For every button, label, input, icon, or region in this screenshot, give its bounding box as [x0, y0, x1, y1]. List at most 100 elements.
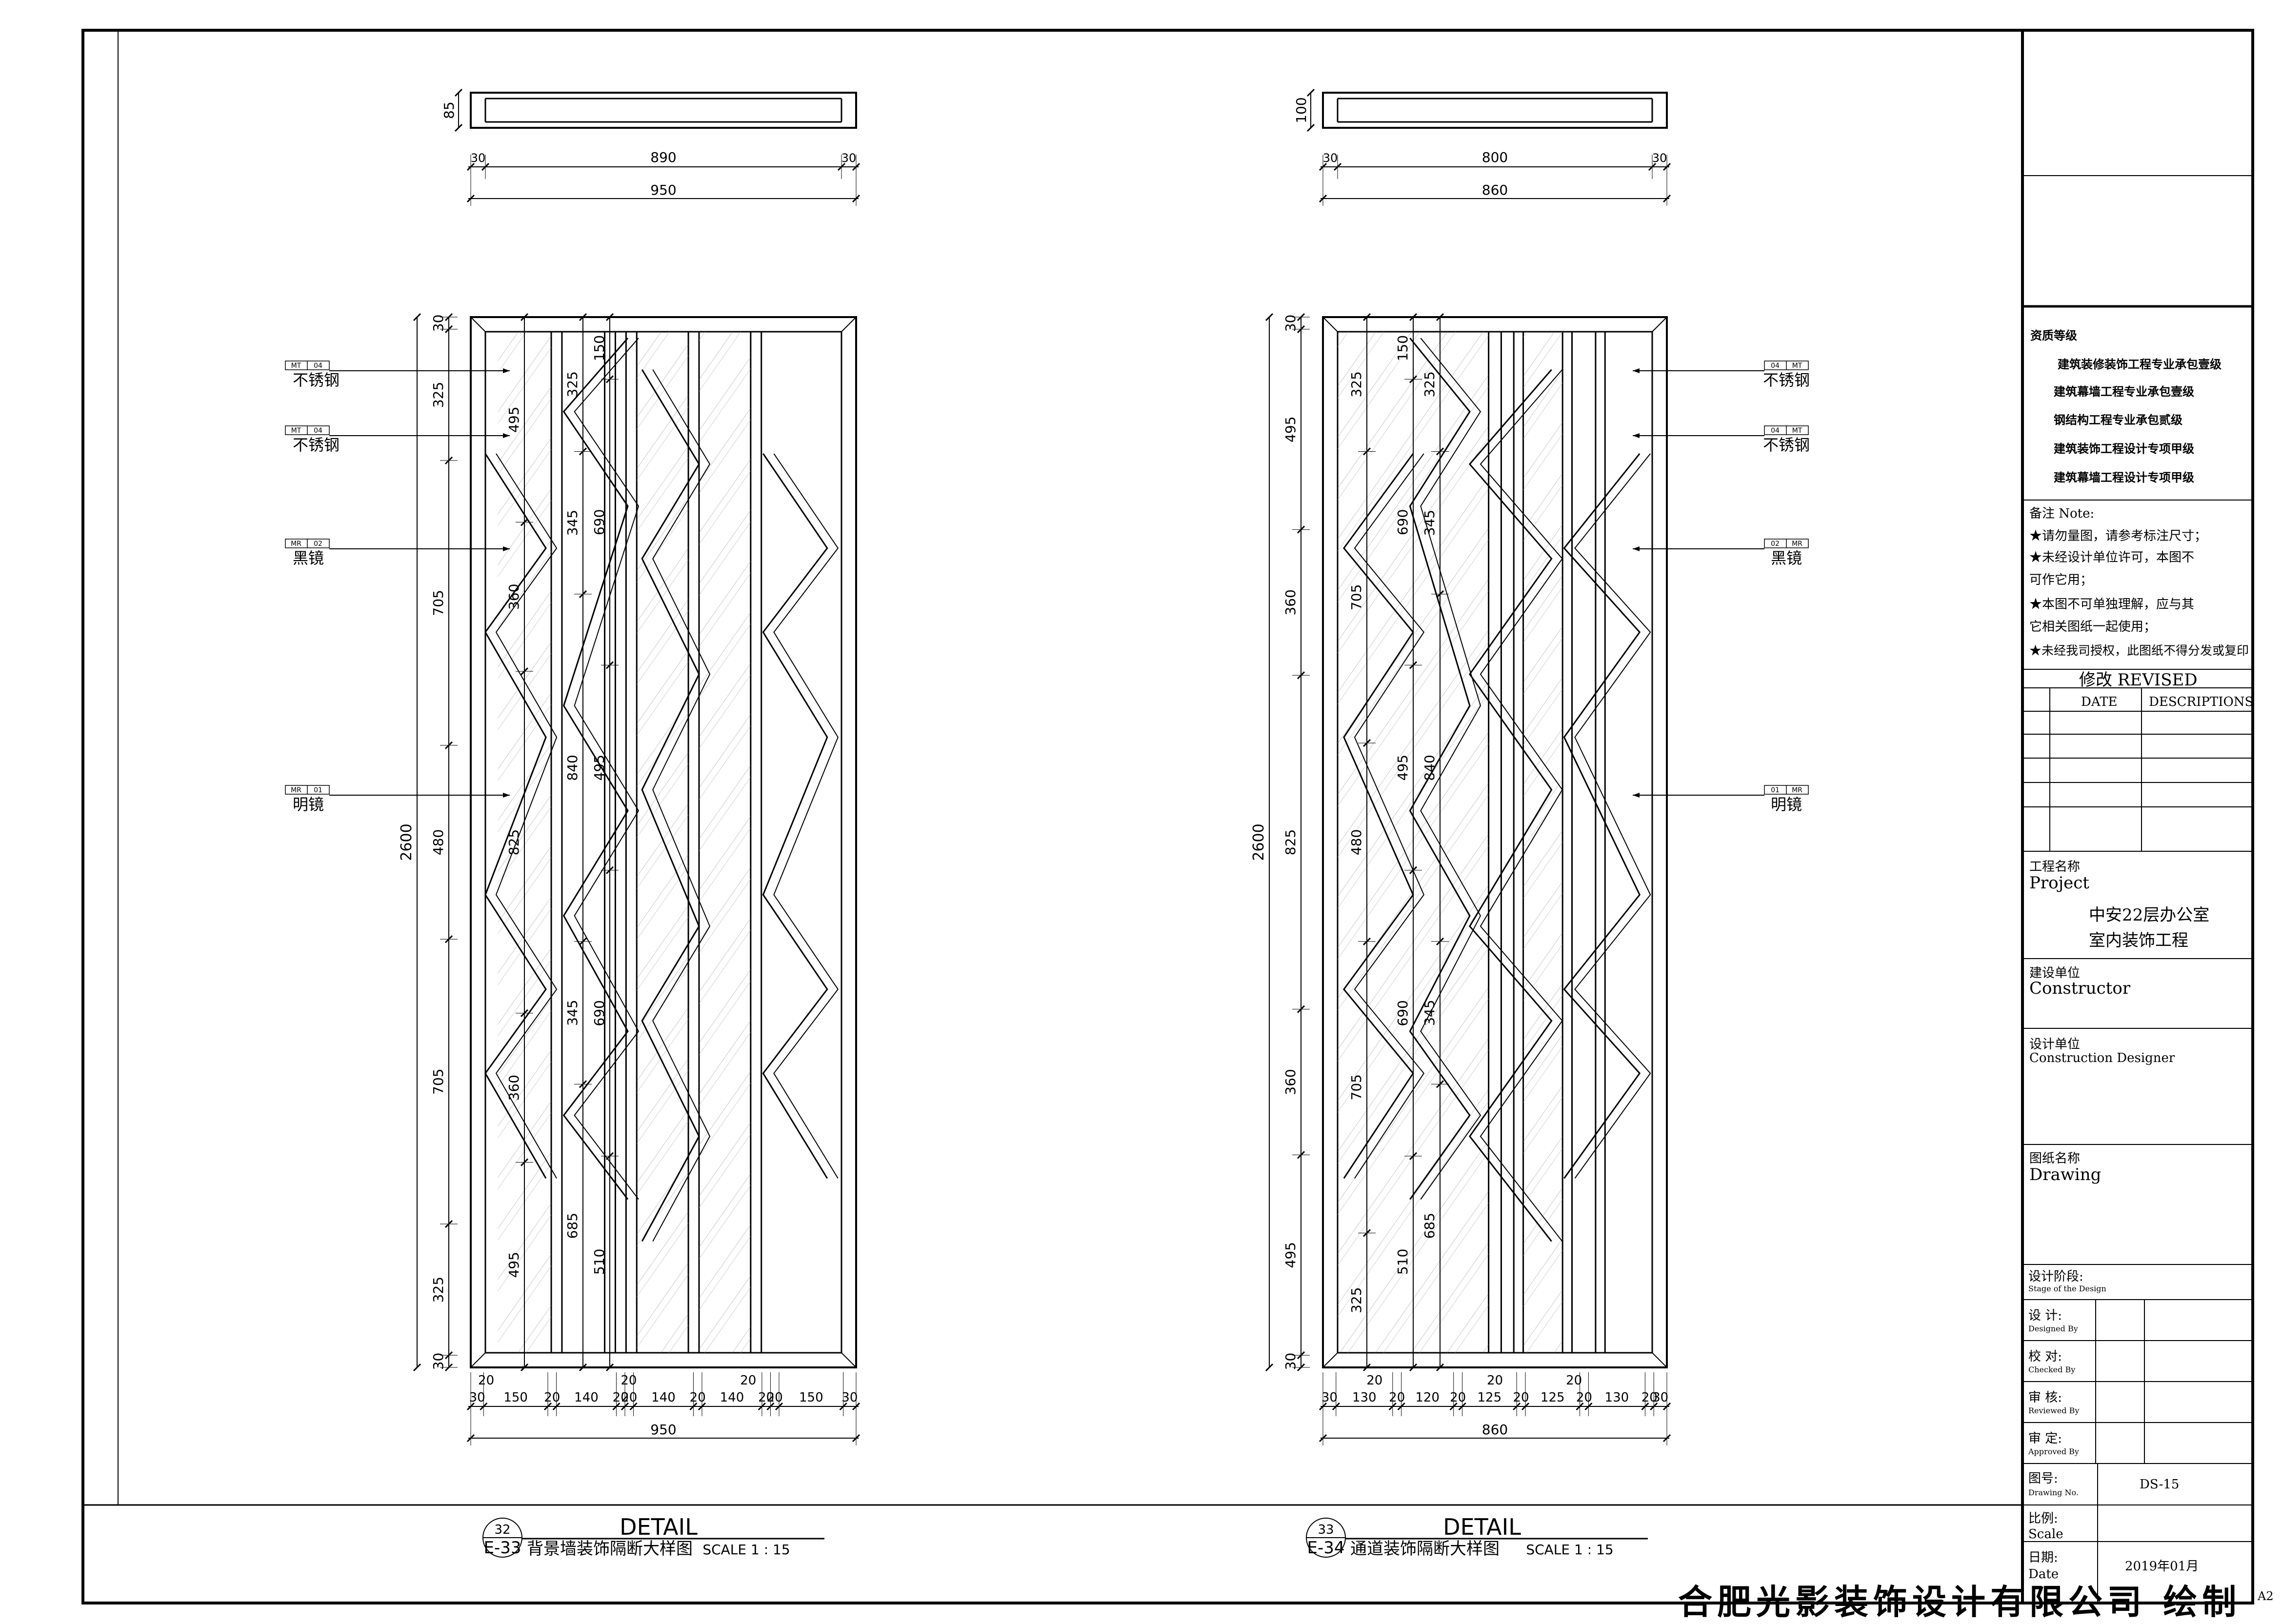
- qualification-3: 钢结构工程专业承包贰级: [2054, 413, 2182, 427]
- outer-dim-label: 360: [1282, 589, 1299, 615]
- bottom-dim-label: 20: [544, 1390, 560, 1405]
- date-value: 2019年01月: [2125, 1559, 2199, 1574]
- col-a-dim-label: 480: [1348, 829, 1364, 855]
- leader-arrow: [1633, 546, 1640, 551]
- project-name-1: 中安22层办公室: [2089, 905, 2210, 925]
- col-a-dim-label: 360: [506, 584, 522, 610]
- revised-col-desc: DESCRIPTIONS: [2149, 695, 2254, 709]
- checked-label-cn: 校 对:: [2028, 1349, 2062, 1364]
- dim-tick: [413, 1363, 421, 1372]
- bottom-dim-label: 20: [758, 1390, 774, 1405]
- chevron-a-offset: [1354, 453, 1425, 1179]
- overall-height-label: 2600: [398, 823, 415, 861]
- qualification-4: 建筑装饰工程设计专项甲级: [2054, 441, 2194, 456]
- sheet-size: A2: [2258, 1589, 2274, 1603]
- material-name: 不锈钢: [1763, 371, 1810, 389]
- sheet-border: [81, 29, 2254, 1604]
- col-a-dim-label: 705: [1348, 1074, 1364, 1100]
- chevron-d-offset: [1574, 453, 1651, 1179]
- col-a-dim-label: 360: [506, 1075, 522, 1101]
- bottom-upper-label: 20: [1566, 1373, 1582, 1388]
- leader-arrow: [503, 546, 510, 551]
- chevron-a-offset: [495, 453, 558, 1179]
- top-inner-width: 800: [1482, 149, 1508, 165]
- detail-number: 33: [1318, 1523, 1334, 1537]
- col-a-dim-label: 705: [1348, 584, 1364, 610]
- constructor-label-en: Constructor: [2029, 979, 2131, 998]
- bottom-dim-label: 20: [690, 1390, 706, 1405]
- dim-tick: [1306, 123, 1315, 132]
- project-label-en: Project: [2029, 873, 2089, 893]
- top-edge-left: 30: [1323, 151, 1338, 165]
- outer-dim-label: 705: [430, 1068, 446, 1094]
- frame-miter: [470, 317, 486, 332]
- mirror-hatch: [699, 332, 751, 1353]
- material-code-2: MT: [1792, 427, 1802, 435]
- outer-dim-label: 495: [1282, 1242, 1299, 1268]
- material-code-1: 04: [1771, 362, 1780, 370]
- detail-scale: SCALE 1 : 15: [702, 1542, 790, 1558]
- col-c-dim-label: 150: [591, 335, 607, 361]
- frame-miter: [1322, 317, 1338, 332]
- reviewed-label-en: Reviewed By: [2028, 1406, 2080, 1415]
- bottom-dim-label: 130: [1352, 1390, 1377, 1405]
- bottom-dim-label: 30: [469, 1390, 485, 1405]
- reviewed-label-cn: 审 核:: [2028, 1390, 2062, 1405]
- note-6: ★未经我司授权，此图纸不得分发或复印: [2029, 643, 2249, 658]
- bottom-upper-label: 20: [1487, 1373, 1503, 1388]
- chevron-c: [1468, 369, 1553, 1242]
- material-name: 不锈钢: [293, 371, 340, 389]
- dim-tick: [454, 88, 463, 97]
- panel-outer-frame: [470, 316, 857, 1368]
- material-code-1: MT: [291, 427, 301, 435]
- stage-label-cn: 设计阶段:: [2028, 1269, 2083, 1284]
- bottom-upper-label: 20: [478, 1373, 494, 1388]
- stage-label-en: Stage of the Design: [2028, 1284, 2106, 1293]
- col-c-dim-label: 345: [1421, 510, 1438, 536]
- drawing-label-en: Drawing: [2029, 1165, 2102, 1184]
- material-code-2: MT: [1792, 362, 1802, 370]
- col-c-dim-label: 510: [591, 1249, 607, 1275]
- col-c-dim-label: 690: [591, 1000, 607, 1026]
- top-edge-left: 30: [471, 151, 486, 165]
- outer-dim-label: 30: [1282, 315, 1299, 332]
- col-b-dim-label: 495: [1395, 755, 1411, 781]
- frame-miter: [1652, 1352, 1667, 1368]
- designed-label-cn: 设 计:: [2028, 1308, 2062, 1323]
- bottom-dim-label: 20: [613, 1390, 629, 1405]
- bottom-dim-label: 140: [720, 1390, 744, 1405]
- bottom-dim-label: 150: [799, 1390, 823, 1405]
- note-5: 它相关图纸一起使用；: [2029, 620, 2157, 634]
- chevron-b: [1409, 338, 1471, 1200]
- title-block-grid: [2022, 175, 2253, 1603]
- col-c-dim-label: 685: [1421, 1213, 1438, 1239]
- frame-miter: [841, 1352, 857, 1368]
- top-total-width: 950: [650, 182, 676, 198]
- material-code-2: 04: [314, 362, 322, 370]
- company-credit: 合肥光影装饰设计有限公司 绘制: [1678, 1582, 2242, 1622]
- date-label-en: Date: [2028, 1567, 2059, 1582]
- constructor-label-cn: 建设单位: [2029, 966, 2081, 981]
- detail-scale: SCALE 1 : 15: [1526, 1542, 1613, 1558]
- bottom-total-label: 860: [1482, 1422, 1508, 1438]
- chevron-a: [484, 453, 547, 1179]
- material-code-1: MT: [291, 362, 301, 370]
- material-name: 黑镜: [293, 549, 324, 567]
- note-4: ★本图不可单独理解，应与其: [2029, 597, 2195, 612]
- drawing-no-value: DS-15: [2140, 1477, 2180, 1492]
- chevron-d: [1563, 453, 1641, 1179]
- qualification-5: 建筑幕墙工程设计专项甲级: [2054, 470, 2194, 484]
- top-height-label: 85: [441, 101, 457, 119]
- bottom-dim-label: 20: [1641, 1390, 1658, 1405]
- bottom-dim-label: 125: [1478, 1390, 1502, 1405]
- outer-dim-label: 30: [430, 315, 446, 332]
- outer-dim-label: 30: [1282, 1353, 1299, 1370]
- outer-dim-label: 325: [430, 382, 446, 408]
- leader-arrow: [503, 793, 510, 798]
- qualification-2: 建筑幕墙工程专业承包壹级: [2054, 384, 2194, 399]
- frame-miter: [470, 1352, 486, 1368]
- mirror-hatch: [1523, 332, 1563, 1353]
